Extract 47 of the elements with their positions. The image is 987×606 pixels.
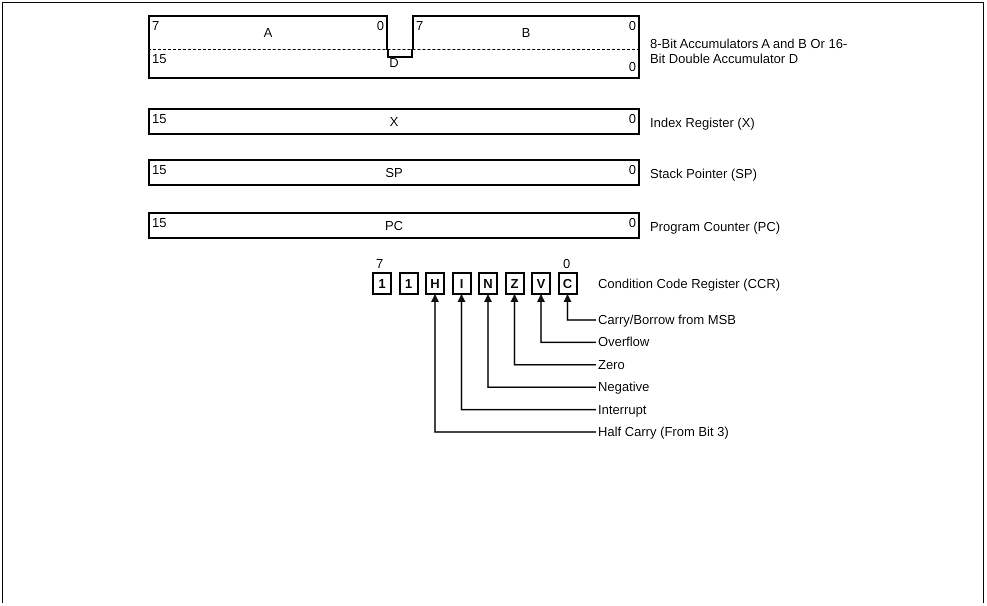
bit-number: 0 xyxy=(628,111,636,126)
bit-number: 0 xyxy=(628,162,636,177)
leader-arrow xyxy=(564,294,596,321)
bit-number: 0 xyxy=(563,256,570,271)
flag-description: Carry/Borrow from MSB xyxy=(598,312,736,328)
flag-bit: Z xyxy=(504,272,524,295)
bit-number: 0 xyxy=(376,18,384,33)
flag-description: Interrupt xyxy=(598,402,646,418)
flag-bit: 1 xyxy=(398,272,418,295)
register-name: PC xyxy=(384,218,404,232)
register-description: Index Register (X) xyxy=(650,114,755,130)
register-description: Program Counter (PC) xyxy=(650,218,780,234)
flag-description: Zero xyxy=(598,356,625,373)
leader-arrow xyxy=(537,294,596,344)
bit-number: 15 xyxy=(152,215,166,230)
bit-number: 7 xyxy=(416,18,424,33)
leader-arrow xyxy=(458,294,596,410)
register-name: D xyxy=(389,55,399,70)
flag-bit: I xyxy=(452,272,472,295)
bit-number: 0 xyxy=(628,59,636,74)
bit-number: 0 xyxy=(628,18,636,33)
flag-bit: 1 xyxy=(372,272,392,295)
register-description: Condition Code Register (CCR) xyxy=(598,276,780,291)
bit-number: 0 xyxy=(628,215,636,230)
leader-arrow xyxy=(510,294,596,366)
flag-bit: C xyxy=(558,272,578,295)
bit-number: 15 xyxy=(152,111,166,126)
bit-number: 15 xyxy=(152,51,166,66)
register-name: SP xyxy=(385,164,403,180)
bit-number: 7 xyxy=(152,18,160,33)
register-description: Stack Pointer (SP) xyxy=(650,166,757,180)
register-name: X xyxy=(390,114,398,128)
register-name: A xyxy=(264,24,272,40)
flag-bit: N xyxy=(478,272,498,295)
flag-bit: H xyxy=(425,272,445,295)
flag-description: Half Carry (From Bit 3) xyxy=(598,424,729,440)
register-name: B xyxy=(522,24,530,40)
bit-number: 15 xyxy=(152,162,166,177)
bit-number: 7 xyxy=(376,256,384,271)
flag-bit: V xyxy=(531,272,551,295)
leader-arrow xyxy=(431,294,596,433)
flag-description: Negative xyxy=(598,379,650,396)
register-box xyxy=(148,15,388,50)
leader-arrow xyxy=(484,294,596,388)
register-box xyxy=(412,15,640,50)
flag-description: Overflow xyxy=(598,334,650,350)
register-description: 8-Bit Accumulators A and B Or 16-Bit Double Accumulator D xyxy=(650,36,848,66)
